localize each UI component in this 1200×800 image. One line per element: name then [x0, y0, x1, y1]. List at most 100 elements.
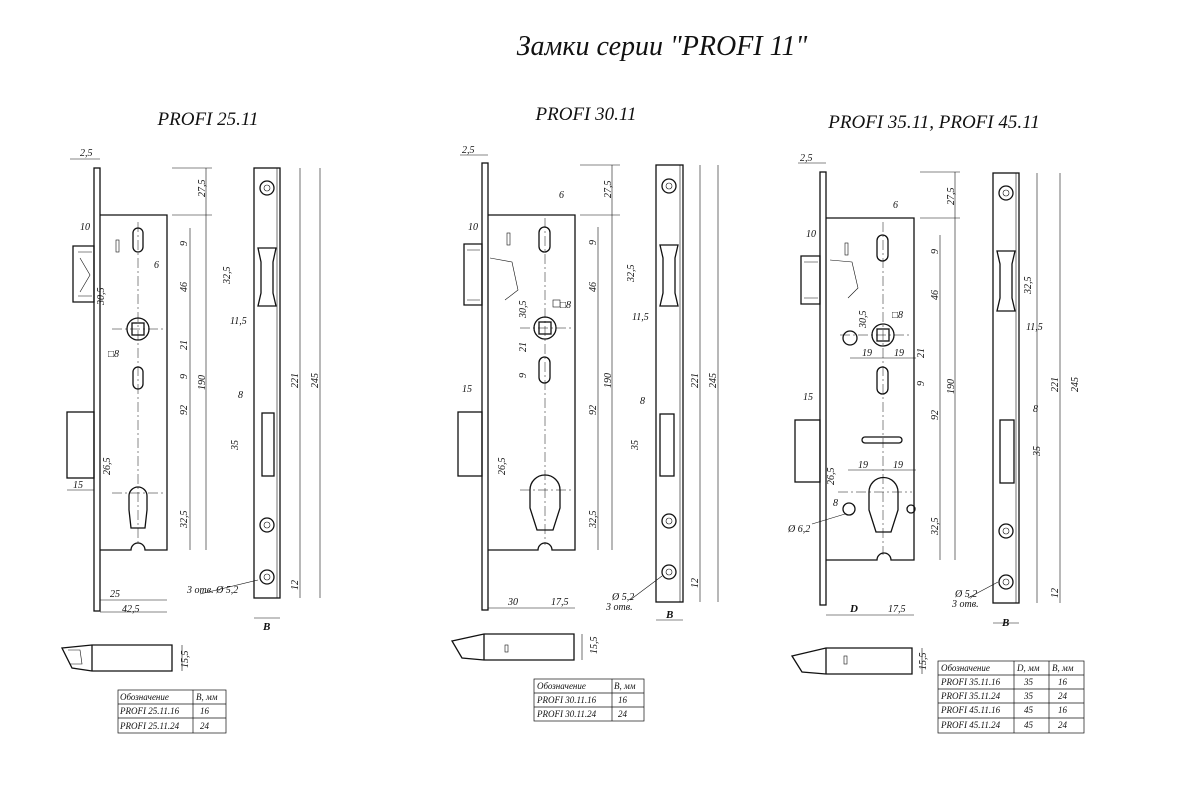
lock-body — [457, 162, 576, 611]
dim-slot-height: 9 — [588, 240, 599, 245]
dim-bolt-width: 15 — [803, 392, 813, 403]
table-cell: 16 — [1058, 677, 1068, 687]
dim-spindle-square: □8 — [560, 300, 571, 311]
dim-spindle-square: □8 — [108, 349, 119, 360]
dim-offset: 17,5 — [551, 597, 569, 608]
dim-latch-to-spindle: 30,5 — [518, 301, 529, 320]
dim-offset: 17,5 — [888, 604, 906, 615]
dim-cylinder-offset: 26,5 — [102, 458, 113, 476]
strike-plate — [992, 172, 1020, 604]
dim-bottom-offset: 12 — [290, 580, 301, 590]
dim-lower-slot-height: 9 — [518, 373, 529, 378]
dim-strike-latch-offset: 11,5 — [632, 312, 649, 323]
dim-spindle-to-cylinder: 92 — [930, 410, 941, 420]
dim-bolt-width: 15 — [462, 384, 472, 395]
dimensions — [67, 158, 321, 671]
dim-strike-height: 221 — [1050, 377, 1061, 392]
dim-screw-hole-offset: 8 — [833, 498, 838, 509]
dim-backset: 30 — [507, 597, 518, 608]
dim-strike-latch: 32,5 — [626, 265, 637, 284]
dim-latch: 10 — [80, 222, 90, 233]
dim-cylinder-offset: 26,5 — [826, 468, 837, 486]
table-cell: PROFI 45.11.16 — [940, 705, 1001, 715]
dim-total-height: 245 — [708, 373, 719, 388]
dim-top-offset: 27,5 — [197, 180, 208, 198]
drawing-title: Замки серии "PROFI 11" — [517, 31, 808, 62]
dimension-labels: 2,5 10 6 30,5 □8 9 46 21 9 92 26,5 32,5 … — [462, 145, 719, 654]
table-cell: 24 — [1058, 691, 1068, 701]
model-table: Обозначение D, мм B, мм PROFI 35.11.16 3… — [937, 660, 1085, 734]
table-header: D, мм — [1016, 663, 1040, 673]
dim-depth: 15,5 — [589, 637, 600, 655]
strike-plate — [253, 167, 281, 599]
dim-strike-bolt-width: 8 — [238, 390, 243, 401]
dim-backset: 25 — [110, 589, 120, 600]
dim-screw-hole: Ø 6,2 — [787, 524, 810, 535]
dim-strike-latch-offset: 11,5 — [230, 316, 247, 327]
dim-hole-spacing-2: 19 — [894, 348, 904, 359]
dim-bottom-offset: 12 — [690, 578, 701, 588]
dim-spindle-to-slot: 46 — [179, 282, 190, 292]
side-view — [790, 647, 913, 675]
side-view — [60, 644, 173, 672]
table-cell: 24 — [1058, 720, 1068, 730]
strike-plate — [655, 164, 684, 603]
dim-strike-latch: 32,5 — [222, 267, 233, 286]
lock-body — [794, 171, 916, 606]
dim-latch-to-spindle: 30,5 — [96, 288, 107, 307]
dimension-labels: 2,5 10 6 30,5 □8 9 46 19 19 21 9 92 19 1… — [787, 153, 1081, 670]
dim-total-height: 245 — [310, 373, 321, 388]
model-profi-25-11: PROFI 25.11 — [60, 109, 321, 734]
table-cell: 16 — [618, 695, 628, 705]
dim-slot-width: 6 — [893, 200, 898, 211]
table-cell: PROFI 35.11.24 — [940, 691, 1001, 701]
dim-bolt-width: 15 — [73, 480, 83, 491]
dimensions — [798, 162, 1061, 674]
model-table: Обозначение B, мм PROFI 30.11.16 16 PROF… — [533, 678, 645, 722]
dim-strike-latch: 32,5 — [1023, 277, 1034, 296]
dim-forend-thickness: 2,5 — [80, 148, 93, 159]
table-cell: PROFI 30.11.16 — [536, 695, 597, 705]
dim-spindle-square: □8 — [892, 310, 903, 321]
dim-spindle-to-cylinder: 92 — [179, 405, 190, 415]
dimension-labels: 2,5 10 6 30,5 □8 9 46 21 9 92 26,5 32,5 … — [73, 148, 321, 668]
dim-strike-height: 221 — [290, 373, 301, 388]
dim-strike-bolt-height: 35 — [630, 440, 641, 451]
dim-slot-height: 9 — [930, 249, 941, 254]
dim-slot-width: 6 — [154, 260, 159, 271]
table-header: B, мм — [1052, 663, 1074, 673]
model-table: Обозначение B, мм PROFI 25.11.16 16 PROF… — [117, 689, 227, 734]
table-cell: 35 — [1023, 691, 1034, 701]
dim-lower-slot-height: 9 — [916, 381, 927, 386]
dimensions — [460, 154, 719, 660]
model-title: PROFI 25.11 — [157, 109, 259, 130]
table-header: Обозначение — [537, 681, 586, 691]
dim-faceplate-width: 42,5 — [122, 604, 140, 615]
table-header: B, мм — [196, 692, 218, 702]
dim-holes: 3 отв. Ø 5,2 — [186, 585, 238, 596]
dim-cyl-spacing-2: 19 — [893, 460, 903, 471]
table-header: B, мм — [614, 681, 636, 691]
dim-lower-slot-height: 9 — [179, 374, 190, 379]
dim-latch: 10 — [806, 229, 816, 240]
dim-top-offset: 27,5 — [603, 181, 614, 199]
dim-cyl-spacing-1: 19 — [858, 460, 868, 471]
table-cell: PROFI 45.11.24 — [940, 720, 1001, 730]
dim-forend-thickness: 2,5 — [800, 153, 813, 164]
table-cell: 45 — [1024, 720, 1034, 730]
table-cell: PROFI 25.11.24 — [119, 721, 180, 731]
dim-holes-count: 3 отв. — [951, 599, 979, 610]
dim-cylinder-height: 32,5 — [179, 511, 190, 530]
model-profi-35-45-11: PROFI 35.11, PROFI 45.11 — [787, 112, 1085, 734]
dim-strike-bolt-height: 35 — [1032, 446, 1043, 457]
dim-strike-height: 221 — [690, 373, 701, 388]
dim-strike-bolt-width: 8 — [640, 396, 645, 407]
table-cell: 24 — [618, 709, 628, 719]
dim-b: B — [1001, 617, 1009, 629]
dim-latch: 10 — [468, 222, 478, 233]
table-cell: 24 — [200, 721, 210, 731]
table-cell: 16 — [200, 706, 210, 716]
dim-slot-width: 6 — [559, 190, 564, 201]
dim-top-offset: 27,5 — [946, 188, 957, 206]
